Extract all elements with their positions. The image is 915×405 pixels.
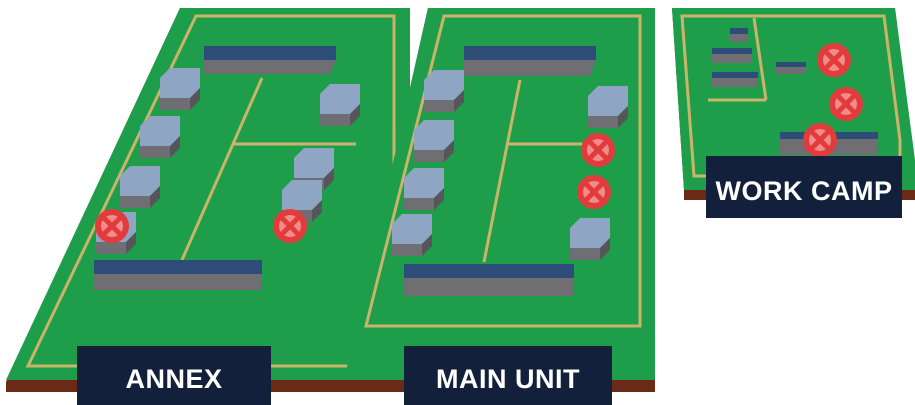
work-camp-label-text: WORK CAMP (716, 176, 893, 206)
x-circle-icon (817, 43, 851, 77)
work-camp-building (712, 72, 758, 87)
x-circle-icon (803, 123, 837, 157)
main-unit-building (588, 86, 628, 128)
main-unit-long-building-bottom (404, 264, 574, 296)
main-unit-building (404, 168, 444, 210)
annex-long-building-top (204, 46, 336, 74)
annex-long-building-bottom (94, 260, 262, 290)
annex-building (120, 166, 160, 208)
main-unit-building (424, 70, 464, 112)
annex-building (140, 116, 180, 158)
annex-label: ANNEX (77, 346, 271, 405)
annex-building (160, 68, 200, 110)
x-circle-icon (273, 209, 307, 243)
work-camp-area: WORK CAMP (672, 8, 915, 218)
main-unit-label: MAIN UNIT (404, 346, 612, 405)
work-camp-building (730, 28, 748, 42)
main-unit-long-building-top (464, 46, 596, 76)
work-camp-building (776, 62, 806, 74)
x-circle-icon (577, 175, 611, 209)
main-unit-building (414, 120, 454, 162)
annex-label-text: ANNEX (125, 364, 222, 394)
annex-building (320, 84, 360, 126)
main-unit-building (570, 218, 610, 260)
work-camp-building (712, 48, 752, 63)
x-circle-icon (95, 209, 129, 243)
annex-area: ANNEX (6, 8, 410, 405)
x-circle-icon (581, 133, 615, 167)
main-unit-building (392, 214, 432, 256)
x-circle-icon (829, 87, 863, 121)
main-unit-label-text: MAIN UNIT (436, 364, 580, 394)
work-camp-label: WORK CAMP (706, 156, 902, 218)
